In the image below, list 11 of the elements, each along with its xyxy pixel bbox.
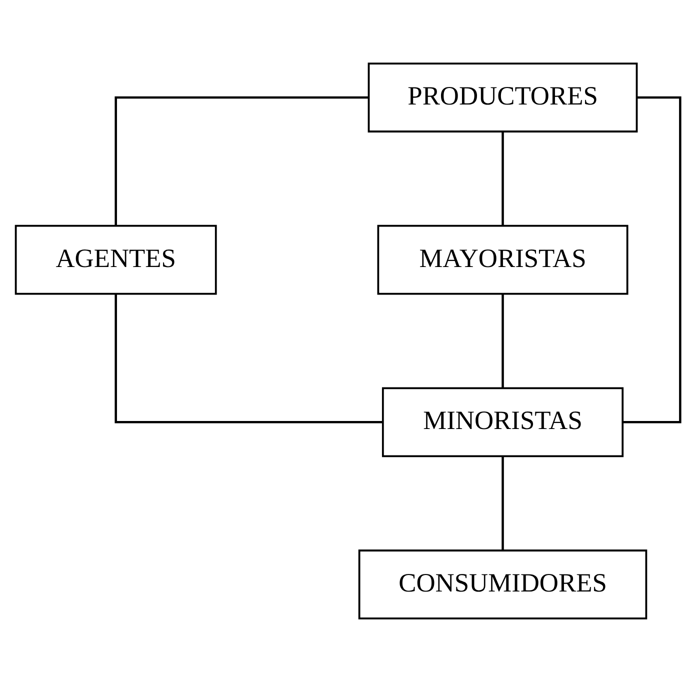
node-box: MAYORISTAS <box>377 224 628 295</box>
node-box: PRODUCTORES <box>368 62 638 132</box>
node-box: AGENTES <box>14 224 217 295</box>
node-box: MINORISTAS <box>382 387 624 458</box>
node-box: CONSUMIDORES <box>358 550 648 620</box>
connector <box>502 294 504 388</box>
connector <box>623 96 682 424</box>
connector <box>502 132 504 226</box>
connector <box>502 456 504 550</box>
connector <box>114 294 382 424</box>
connector <box>114 96 369 226</box>
